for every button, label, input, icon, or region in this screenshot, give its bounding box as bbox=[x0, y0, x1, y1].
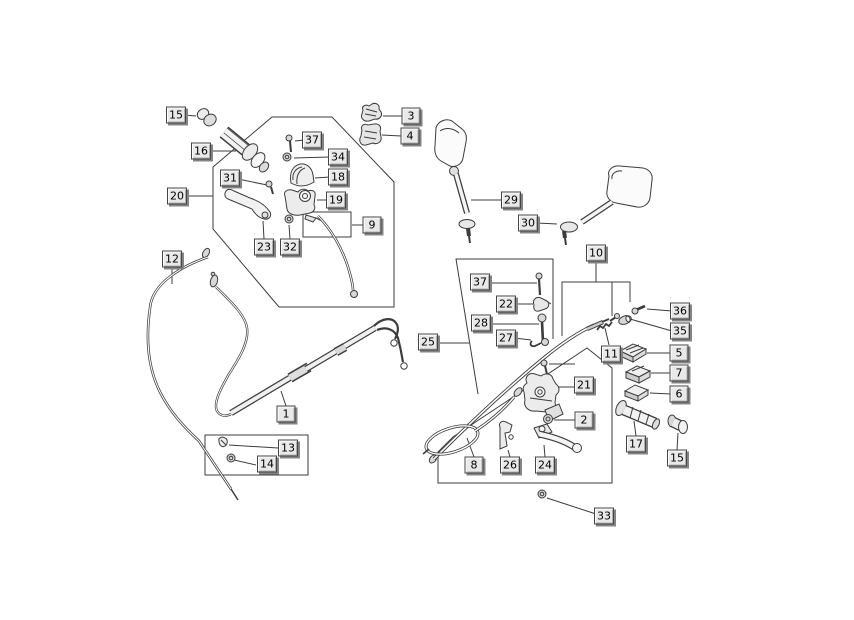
part-cable-8 bbox=[422, 387, 523, 456]
throttle-hardware-bracket bbox=[455, 258, 554, 395]
callout-29: 29 bbox=[501, 191, 521, 209]
callout-8: 8 bbox=[464, 456, 484, 474]
callout-15-right: 15 bbox=[667, 449, 687, 467]
part-clutch-lever bbox=[224, 188, 272, 220]
part-bracket-26 bbox=[499, 420, 514, 450]
part-cable-12 bbox=[146, 247, 239, 501]
callout-37-mid: 37 bbox=[470, 273, 490, 291]
part-mirror-right bbox=[560, 165, 653, 246]
callout-28: 28 bbox=[471, 314, 491, 332]
callout-33: 33 bbox=[594, 507, 614, 525]
callout-23: 23 bbox=[254, 238, 274, 256]
callout-13: 13 bbox=[278, 439, 298, 457]
callout-17: 17 bbox=[626, 435, 646, 453]
part-throttle-tube bbox=[615, 400, 661, 430]
callout-31: 31 bbox=[220, 169, 240, 187]
callout-12: 12 bbox=[162, 250, 182, 268]
part-connector-6 bbox=[623, 384, 650, 402]
group-boxes bbox=[204, 116, 631, 484]
callout-14: 14 bbox=[257, 455, 277, 473]
part-bar-end-cap bbox=[196, 108, 217, 127]
part-nut-32 bbox=[284, 214, 294, 224]
part-guide-22 bbox=[533, 297, 552, 312]
part-switch-3 bbox=[361, 102, 382, 122]
callout-7: 7 bbox=[669, 364, 689, 382]
part-hook-27 bbox=[529, 338, 549, 348]
callout-32: 32 bbox=[280, 238, 300, 256]
callout-37-top: 37 bbox=[302, 131, 322, 149]
callout-34: 34 bbox=[328, 148, 348, 166]
callout-15-top: 15 bbox=[166, 106, 186, 124]
callout-24: 24 bbox=[535, 456, 555, 474]
part-throttle-cable bbox=[428, 318, 610, 464]
callout-25: 25 bbox=[418, 333, 438, 351]
part-pin-28 bbox=[537, 313, 547, 343]
callout-16: 16 bbox=[191, 142, 211, 160]
callout-6: 6 bbox=[669, 385, 689, 403]
part-hand-grip bbox=[219, 126, 270, 173]
part-adjuster-11 bbox=[596, 313, 620, 331]
callout-21: 21 bbox=[574, 376, 594, 394]
part-clip-13 bbox=[218, 436, 228, 448]
part-lever-bracket bbox=[284, 188, 316, 216]
part-nut-34 bbox=[282, 152, 292, 162]
fasteners-box bbox=[204, 434, 309, 476]
part-nut-14 bbox=[226, 453, 236, 463]
part-nut-33 bbox=[537, 489, 547, 499]
part-lever-boot bbox=[290, 163, 315, 187]
callout-5: 5 bbox=[669, 344, 689, 362]
part-screw-31 bbox=[265, 180, 274, 195]
callout-30: 30 bbox=[518, 214, 538, 232]
part-cable-1-assembly bbox=[209, 271, 408, 417]
part-cable-cap-35 bbox=[618, 315, 632, 325]
callout-11: 11 bbox=[601, 345, 621, 363]
part-screw-36 bbox=[631, 304, 646, 315]
part-screw-37 bbox=[285, 134, 293, 153]
part-screw-37b bbox=[535, 272, 543, 296]
part-switch-4 bbox=[359, 123, 382, 146]
callout-35: 35 bbox=[670, 322, 690, 340]
lower-assembly-box bbox=[437, 347, 613, 484]
callout-36: 36 bbox=[670, 302, 690, 320]
callout-2: 2 bbox=[574, 411, 594, 429]
part-brake-lever bbox=[533, 423, 582, 453]
lever-group-box bbox=[212, 116, 395, 308]
group-parts bbox=[146, 102, 688, 501]
callout-22: 22 bbox=[496, 295, 516, 313]
callout-1: 1 bbox=[276, 405, 296, 423]
callout-20: 20 bbox=[167, 187, 187, 205]
callout-26: 26 bbox=[500, 456, 520, 474]
callout-18: 18 bbox=[328, 168, 348, 186]
cable-end-box bbox=[302, 211, 352, 238]
group-leader-lines bbox=[171, 114, 679, 515]
part-nut-2 bbox=[543, 414, 553, 424]
part-connector-5 bbox=[618, 343, 648, 363]
part-mirror-left bbox=[434, 119, 476, 244]
part-cable-9 bbox=[304, 214, 358, 298]
callout-3: 3 bbox=[401, 107, 421, 125]
part-spacer-15 bbox=[667, 414, 688, 434]
callout-4: 4 bbox=[400, 127, 420, 145]
callout-19: 19 bbox=[326, 191, 346, 209]
cable-10-bracket bbox=[561, 281, 631, 336]
callout-9: 9 bbox=[362, 216, 382, 234]
callout-10: 10 bbox=[586, 244, 606, 262]
part-connector-7 bbox=[624, 365, 652, 384]
callout-27: 27 bbox=[496, 329, 516, 347]
